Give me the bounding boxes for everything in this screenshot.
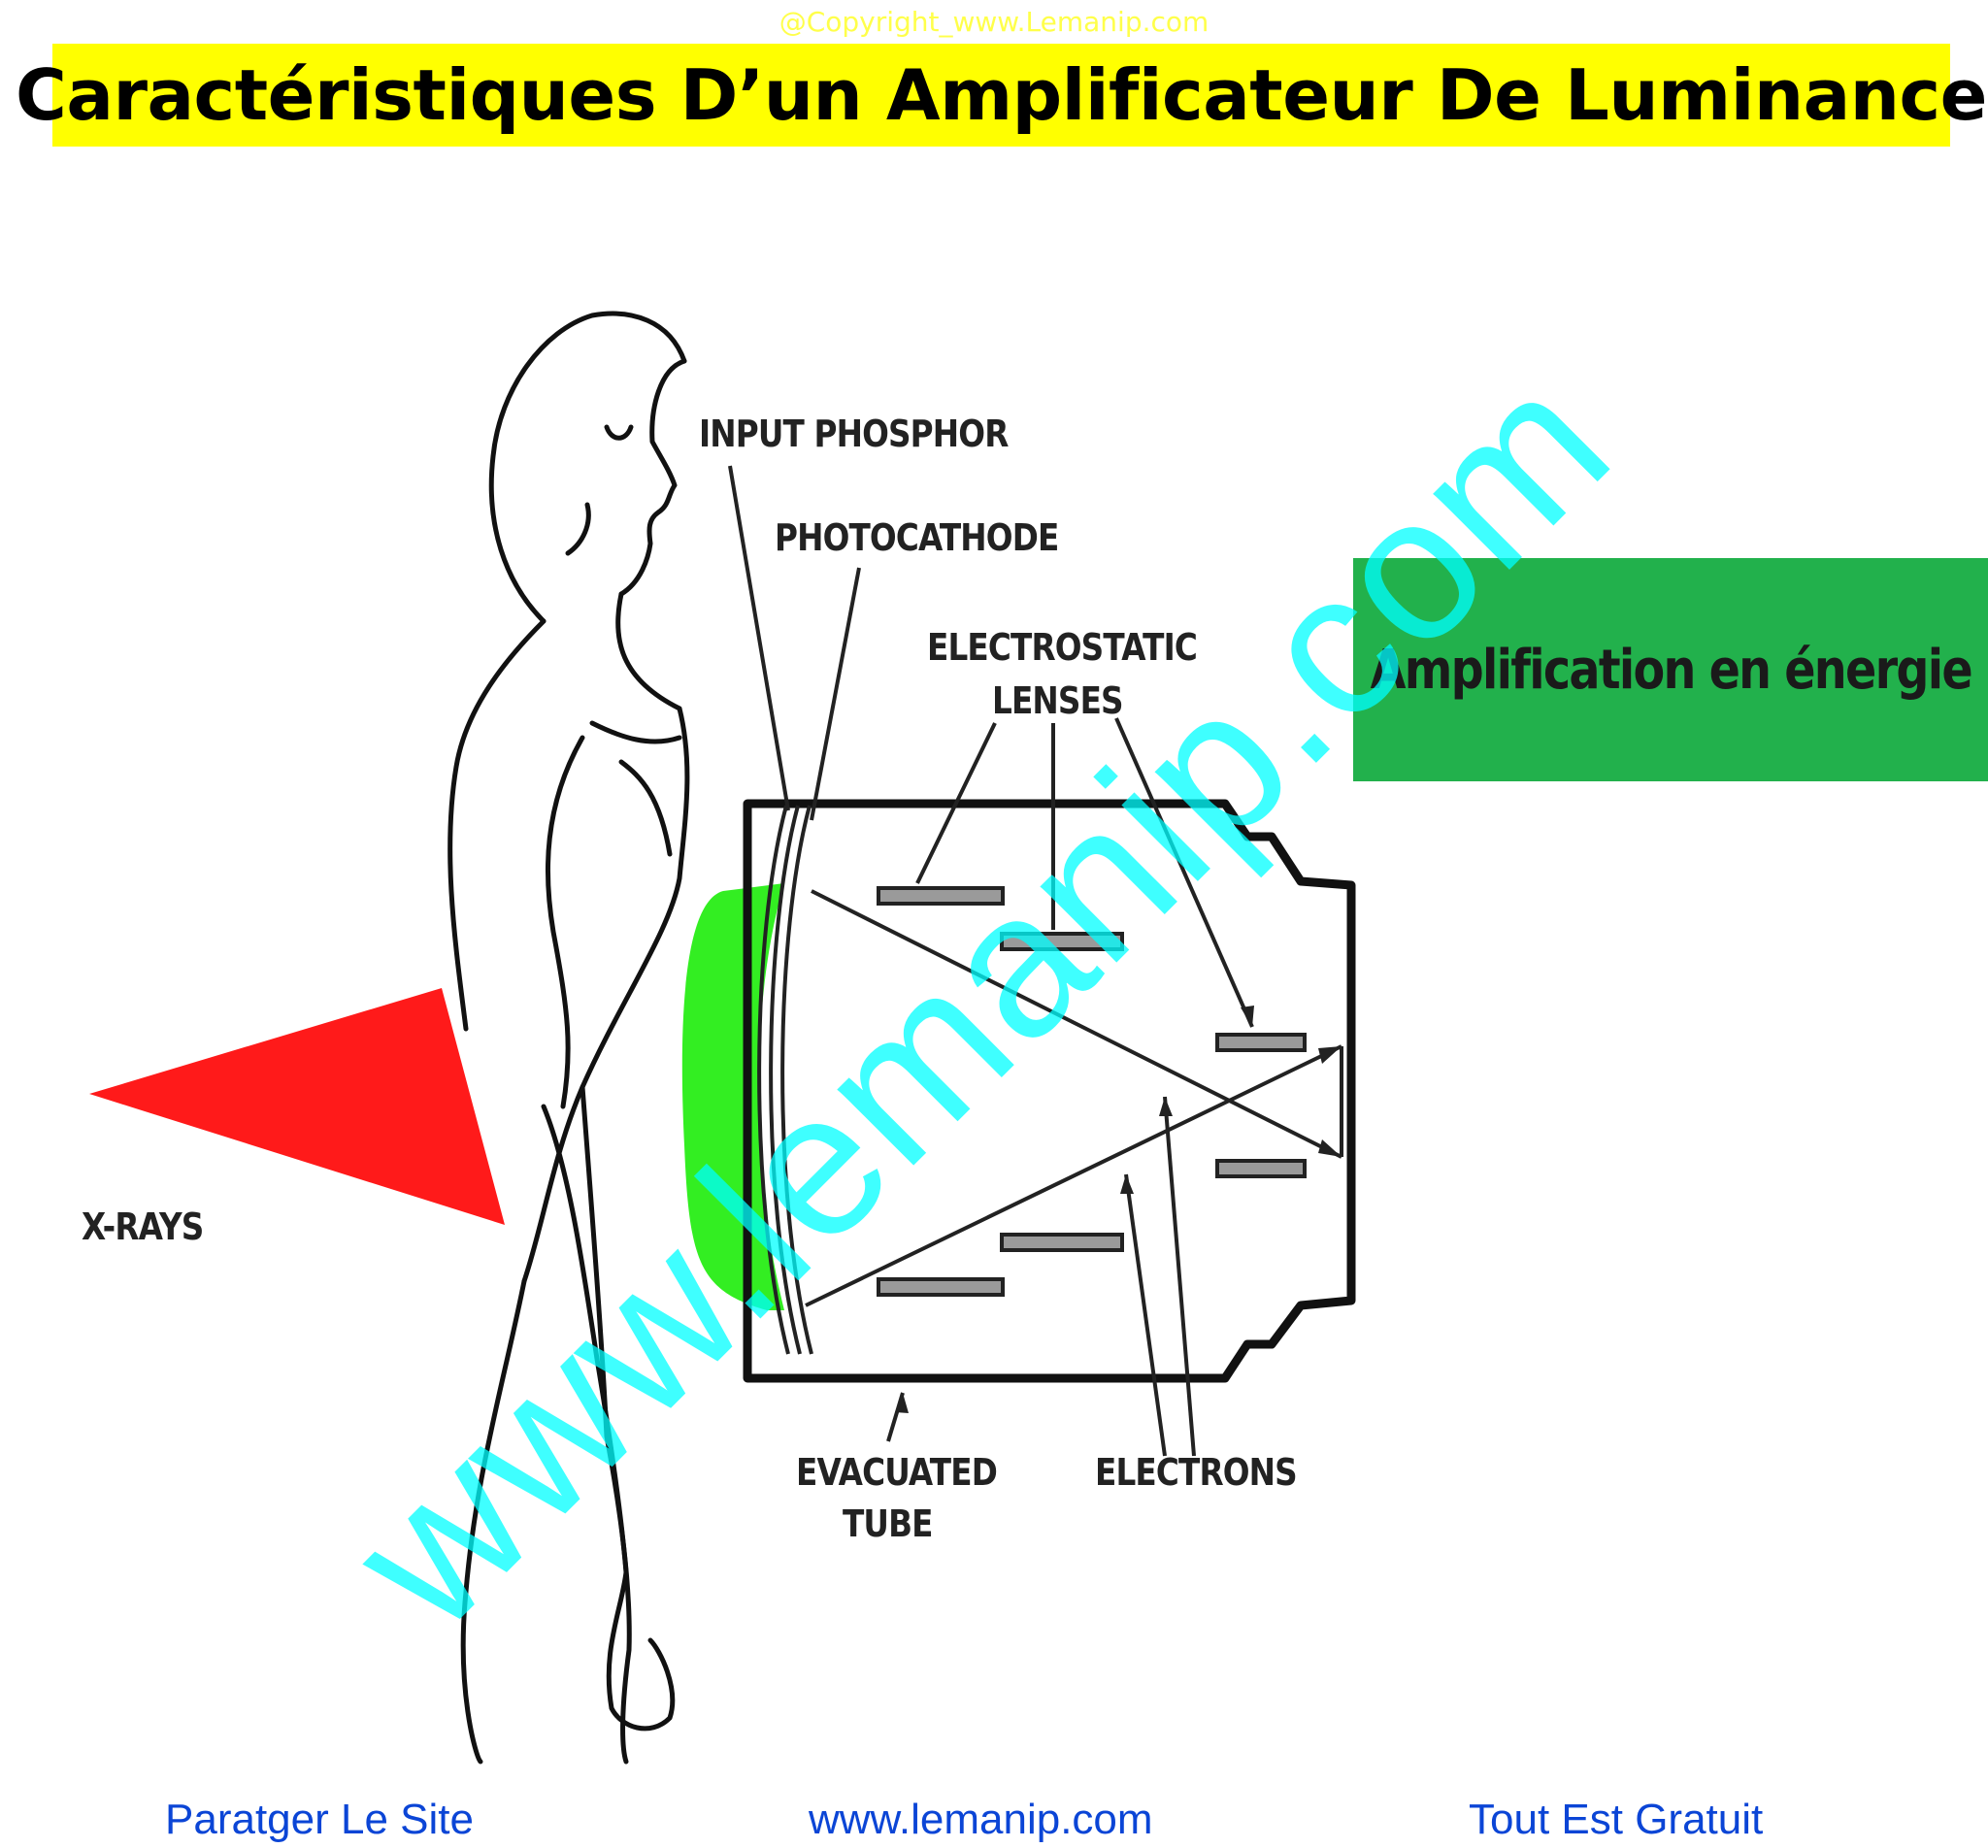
photocathode-layers bbox=[757, 805, 813, 1355]
footer-free-text: Tout Est Gratuit bbox=[1469, 1796, 1764, 1843]
callout-text: Amplification en énergie bbox=[1370, 638, 1972, 702]
footer-site-link[interactable]: www.lemanip.com bbox=[809, 1796, 1153, 1843]
label-leader-lines bbox=[728, 465, 1254, 1457]
label-x-rays: X-RAYS bbox=[82, 1205, 204, 1248]
label-tube: TUBE bbox=[843, 1502, 933, 1545]
label-photocathode: PHOTOCATHODE bbox=[775, 516, 1059, 559]
human-figure bbox=[447, 311, 690, 1765]
label-input-phosphor: INPUT PHOSPHOR bbox=[699, 412, 1009, 455]
title-banner: Caractéristiques D’un Amplificateur De L… bbox=[16, 44, 1987, 147]
callout-box: Amplification en énergie bbox=[1353, 558, 1988, 781]
footer-share-link[interactable]: Paratger Le Site bbox=[165, 1796, 474, 1843]
label-electrons: ELECTRONS bbox=[1095, 1451, 1298, 1494]
label-lenses: LENSES bbox=[992, 679, 1124, 722]
electrostatic-lens-plates bbox=[877, 886, 1307, 1297]
electron-paths bbox=[805, 889, 1343, 1307]
evacuated-tube bbox=[743, 799, 1356, 1383]
label-evacuated: EVACUATED bbox=[796, 1451, 998, 1494]
page-title: Caractéristiques D’un Amplificateur De L… bbox=[16, 54, 1987, 136]
label-electrostatic: ELECTROSTATIC bbox=[927, 626, 1198, 669]
phosphor-glow bbox=[681, 883, 784, 1310]
arrowheads bbox=[895, 1006, 1342, 1413]
copyright-notice: @Copyright_www.Lemanip.com bbox=[779, 6, 1209, 38]
x-ray-beam bbox=[89, 988, 505, 1225]
